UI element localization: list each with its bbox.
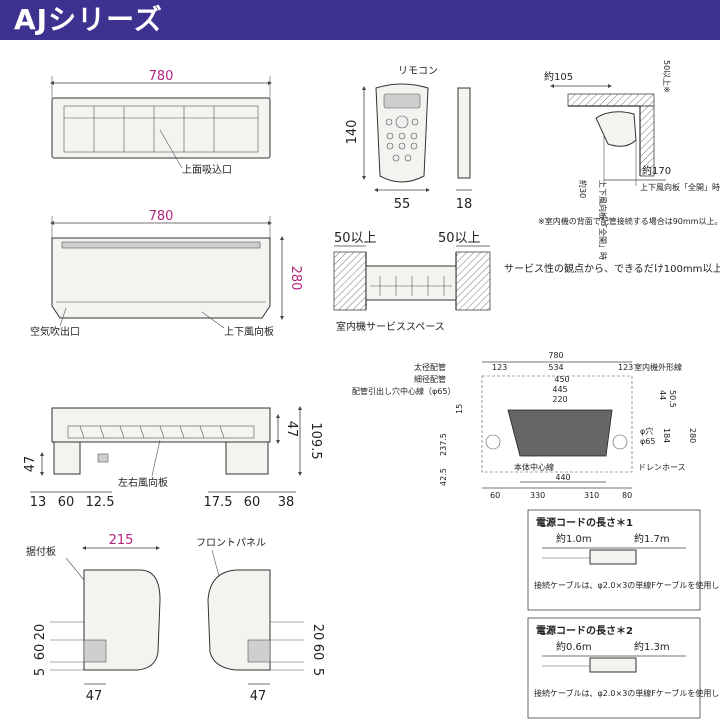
remote-label: リモコン <box>398 66 438 77</box>
pipe-hole-label: 配管引出し穴中心線（φ65） <box>352 386 455 396</box>
bottom-view: 47 47 109.5 左右風向板 13 60 12.5 17.5 60 38 <box>23 406 323 510</box>
service-recommend-text: サービス性の観点から、できるだけ100mm以上を確保することをおすすめします。 <box>504 262 720 275</box>
plate-dim-b60: 60 <box>490 491 500 500</box>
side-view-right: フロントパネル 20 60 5 47 <box>196 537 325 704</box>
dimension-diagram: 780 上面吸込口 780 280 空気吹出口 上下風向板 <box>23 60 720 719</box>
front-panel-label: フロントパネル <box>196 537 266 549</box>
remote-side <box>457 87 471 179</box>
top-unit-body <box>51 97 271 159</box>
plate-dim-2375: 237.5 <box>439 433 448 456</box>
cord2-left-length: 約0.6m <box>556 640 592 653</box>
remote-height-dim: 140 <box>345 120 360 145</box>
power-cord-box-2: 電源コードの長さ＊2 約0.6m 約1.3m 接続ケーブルは、φ2.0×3の単線… <box>527 617 720 719</box>
side-left-dim-20: 20 <box>33 624 48 641</box>
plate-dim-425: 42.5 <box>439 468 448 486</box>
clearance-vane-open-label: 上下風向板「全開」時 <box>640 182 720 192</box>
power-cord-box-1: 電源コードの長さ＊1 約1.0m 約1.7m 接続ケーブルは、φ2.0×3の単線… <box>527 509 720 611</box>
bottom-dim-13: 13 <box>30 495 47 510</box>
side-left-dim-60: 60 <box>33 644 48 661</box>
install-plate: 780 123 534 123 450 445 220 太径配管 細径配管 配管… <box>352 351 697 500</box>
plate-dim-280: 280 <box>688 428 697 443</box>
remote-width-dim: 55 <box>394 197 411 212</box>
side-right-dim-5: 5 <box>310 668 325 676</box>
mounting-plate-label: 据付板 <box>26 545 56 558</box>
clearance-vane-label: 上下風向板「全開」時 <box>598 180 608 260</box>
cord2-right-length: 約1.3m <box>634 640 670 653</box>
plate-dim-445: 445 <box>552 385 567 394</box>
front-width-dim: 780 <box>149 209 174 224</box>
bottom-dim-125: 12.5 <box>86 495 115 510</box>
plate-dim-440: 440 <box>555 473 570 482</box>
front-unit-body <box>51 237 271 319</box>
hole65-label: φ65 <box>640 437 655 446</box>
plate-dim-505: 50.5 <box>668 390 677 408</box>
cord1-left-length: 約1.0m <box>556 532 592 545</box>
service-space-label: 室内機サービススペース <box>336 320 445 333</box>
side-view-left: 据付板 215 20 60 5 47 <box>26 533 161 704</box>
back-piping-note: ※室内機の背面で配管接続する場合は90mm以上。 <box>538 216 720 226</box>
header-bar: AJシリーズ <box>0 0 720 40</box>
side-left-dim-5: 5 <box>33 668 48 676</box>
front-height-dim: 280 <box>288 266 303 291</box>
side-right-dim-20: 20 <box>310 624 325 641</box>
clearance-right-top-dim: 50以上※ <box>662 60 671 93</box>
bottom-dim-175: 17.5 <box>204 495 233 510</box>
plate-dim-15: 15 <box>455 404 464 414</box>
thick-pipe-label: 太径配管 <box>414 362 446 372</box>
plate-dim-123r: 123 <box>618 363 633 372</box>
plate-dim-184: 184 <box>662 428 671 443</box>
plate-dim-220: 220 <box>552 395 567 404</box>
center-line-label: 本体中心線 <box>514 462 554 472</box>
clearance-unit <box>595 111 637 147</box>
remote-depth-dim: 18 <box>456 197 473 212</box>
mounting-plate <box>507 409 613 457</box>
plate-dim-80: 80 <box>622 491 632 500</box>
front-view: 780 280 空気吹出口 上下風向板 <box>30 209 303 338</box>
plate-dim-310: 310 <box>584 491 599 500</box>
side-right-dim-47: 47 <box>250 689 267 704</box>
top-grille <box>64 106 258 152</box>
clearance-side-dim: 約170 <box>642 164 671 177</box>
drain-hose-label: ドレンホース <box>638 463 686 472</box>
clearance-top-dim: 約105 <box>544 70 573 83</box>
plate-dim-780: 780 <box>548 351 563 360</box>
cord1-cable-note: 接続ケーブルは、φ2.0×3の単線Fケーブルを使用します。 <box>534 580 720 590</box>
front-outlet-label: 空気吹出口 <box>30 325 80 338</box>
bottom-dim-60a: 60 <box>58 495 75 510</box>
wall-clearance: 約105 50以上※ 上下風向板「全開」時 約30 約170 上下風向板「全開」… <box>544 60 720 260</box>
plate-dim-330: 330 <box>530 491 545 500</box>
side-left-dim-47: 47 <box>86 689 103 704</box>
bottom-dim-60b: 60 <box>244 495 261 510</box>
front-vane-label: 上下風向板 <box>224 325 274 338</box>
remote-buttons <box>385 115 419 162</box>
outline-label: 室内機外形線 <box>634 362 682 372</box>
side-left-width-dim: 215 <box>109 533 134 548</box>
cord1-right-length: 約1.7m <box>634 532 670 545</box>
bottom-dim-38: 38 <box>278 495 295 510</box>
plate-dim-44: 44 <box>658 390 667 400</box>
cord2-title: 電源コードの長さ＊2 <box>536 624 633 637</box>
bottom-unit-body <box>51 407 271 443</box>
clearance-v-dim: 約30 <box>578 180 588 198</box>
remote-controller: リモコン 140 55 18 <box>345 66 472 212</box>
bottom-right-dim-1095: 109.5 <box>308 422 323 459</box>
service-left-dim: 50以上 <box>334 231 377 246</box>
service-right-dim: 50以上 <box>438 231 481 246</box>
top-width-dim: 780 <box>149 69 174 84</box>
cord2-cable-note: 接続ケーブルは、φ2.0×3の単線Fケーブルを使用します。 <box>534 688 720 698</box>
thin-pipe-label: 細径配管 <box>414 374 446 384</box>
bottom-right-dim-47: 47 <box>284 421 299 438</box>
plate-dim-450: 450 <box>554 375 569 384</box>
series-title: AJシリーズ <box>14 3 163 36</box>
hole-label: φ穴 <box>640 426 653 436</box>
bottom-lr-vane-label: 左右風向板 <box>118 476 168 489</box>
top-view: 780 上面吸込口 <box>50 69 272 176</box>
cord1-title: 電源コードの長さ＊1 <box>536 516 633 529</box>
bottom-left-dim-47: 47 <box>23 456 38 473</box>
plate-dim-123l: 123 <box>492 363 507 372</box>
top-inlet-label: 上面吸込口 <box>182 164 232 176</box>
plate-dim-534: 534 <box>548 363 563 372</box>
service-space: 50以上 50以上 室内機サービススペース <box>333 231 491 333</box>
side-right-dim-60: 60 <box>310 644 325 661</box>
